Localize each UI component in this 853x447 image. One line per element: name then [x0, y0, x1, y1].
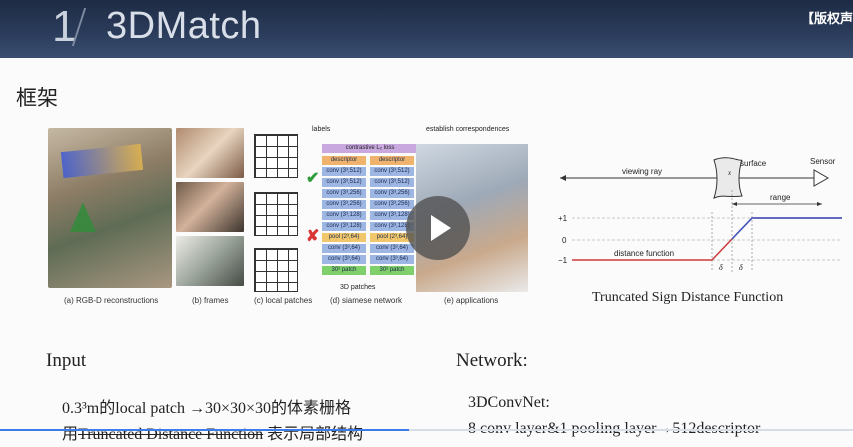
- net-layer-box: conv (3³,512): [370, 178, 414, 187]
- slide-title: 3DMatch: [106, 5, 262, 47]
- net-layer-box: conv (3³,512): [370, 167, 414, 176]
- net-layer-box: conv (3³,64): [370, 244, 414, 253]
- match-check-icon: ✔: [306, 170, 320, 187]
- viewing-ray-arrowhead: [560, 175, 566, 181]
- zero-label: 0: [562, 236, 567, 245]
- input-line-1: 0.3³m的local patch →30×30×30的体素栅格: [62, 400, 352, 417]
- play-icon: [431, 215, 451, 241]
- range-label: range: [770, 193, 791, 202]
- reconstruction-marker: [70, 202, 96, 232]
- net-layer-box: conv (3³,256): [322, 189, 366, 198]
- video-progress-bar[interactable]: [0, 429, 853, 431]
- siamese-branch-left: descriptor conv (3³,512) conv (3³,512) conv…: [322, 156, 366, 277]
- voxel-patch-1: [254, 134, 298, 178]
- net-layer-box: conv (3³,512): [322, 167, 366, 176]
- net-layer-box: 30³ patch: [322, 266, 366, 275]
- network-heading: Network:: [456, 350, 528, 371]
- siamese-branch-right: descriptor conv (3³,512) conv (3³,512) conv…: [370, 156, 414, 277]
- distance-function-label: distance function: [614, 249, 674, 258]
- viewing-ray-label: viewing ray: [622, 167, 662, 176]
- net-layer-box: conv (3³,256): [370, 200, 414, 209]
- net-layer-box: pool (2³,64): [370, 233, 414, 242]
- plus-one-label: +1: [558, 214, 568, 223]
- caption-e: (e) applications: [444, 296, 499, 305]
- surface-shape: [713, 157, 743, 199]
- rgbd-reconstruction-image: [48, 128, 172, 288]
- net-layer-box: descriptor: [370, 156, 414, 165]
- net-layer-box: 30³ patch: [370, 266, 414, 275]
- net-layer-box: conv (3³,128): [322, 222, 366, 231]
- minus-one-label: −1: [558, 256, 568, 265]
- network-line-2: 8 conv layer&1 pooling layer→512descript…: [468, 420, 760, 438]
- 3d-patches-text: 3D patches: [340, 284, 376, 291]
- labels-text: labels: [312, 126, 331, 133]
- framework-figure: ✔ ✘ labels establish correspondences 3D …: [44, 120, 544, 308]
- surface-label: surface: [740, 159, 767, 168]
- net-layer-box: conv (3³,64): [322, 244, 366, 253]
- establish-correspondences-text: establish correspondences: [426, 126, 510, 133]
- tsdf-caption: Truncated Sign Distance Function: [592, 290, 784, 305]
- voxel-patch-3: [254, 248, 298, 292]
- net-layer-box: descriptor: [322, 156, 366, 165]
- contrastive-loss-box: contrastive L₂ loss: [322, 144, 418, 153]
- distance-function-positive: [731, 217, 842, 240]
- net-layer-box: conv (3³,512): [322, 178, 366, 187]
- reconstruction-highlight: [60, 143, 144, 179]
- caption-c: (c) local patches: [254, 296, 313, 305]
- section-title: 框架: [16, 87, 58, 110]
- frame-image-2: [176, 182, 244, 232]
- video-progress-fill: [0, 429, 410, 431]
- surface-x-label: x: [727, 169, 732, 177]
- play-button[interactable]: [406, 196, 470, 260]
- tsdf-diagram: viewing ray x surface Sensor range +1 0 …: [558, 157, 842, 272]
- net-layer-box: conv (3³,256): [370, 189, 414, 198]
- net-layer-box: conv (3³,64): [322, 255, 366, 264]
- net-layer-box: conv (3³,128): [370, 222, 414, 231]
- frame-image-1: [176, 128, 244, 178]
- input-heading: Input: [46, 350, 87, 371]
- net-layer-box: conv (3³,64): [370, 255, 414, 264]
- net-layer-box: conv (3³,128): [322, 211, 366, 220]
- network-line-1: 3DConvNet:: [468, 394, 550, 411]
- sensor-shape: [813, 169, 830, 187]
- frame-image-3: [176, 236, 244, 286]
- net-layer-box: conv (3³,256): [322, 200, 366, 209]
- delta-label-2: δ: [739, 263, 743, 272]
- voxel-patch-2: [254, 192, 298, 236]
- delta-label-1: δ: [719, 263, 723, 272]
- slide-header: 1 3DMatch 【版权声: [0, 0, 853, 58]
- caption-a: (a) RGB-D reconstructions: [64, 296, 159, 305]
- sensor-label: Sensor: [810, 157, 836, 166]
- caption-b: (b) frames: [192, 296, 229, 305]
- copyright-notice: 【版权声: [800, 11, 853, 26]
- net-layer-box: pool (2³,64): [322, 233, 366, 242]
- nonmatch-cross-icon: ✘: [306, 228, 320, 245]
- caption-d: (d) siamese network: [330, 296, 403, 305]
- input-line-2: 用Truncated Distance Function 表示局部结构: [62, 420, 363, 444]
- net-layer-box: conv (3³,128): [370, 211, 414, 220]
- distance-function-line: [572, 217, 842, 261]
